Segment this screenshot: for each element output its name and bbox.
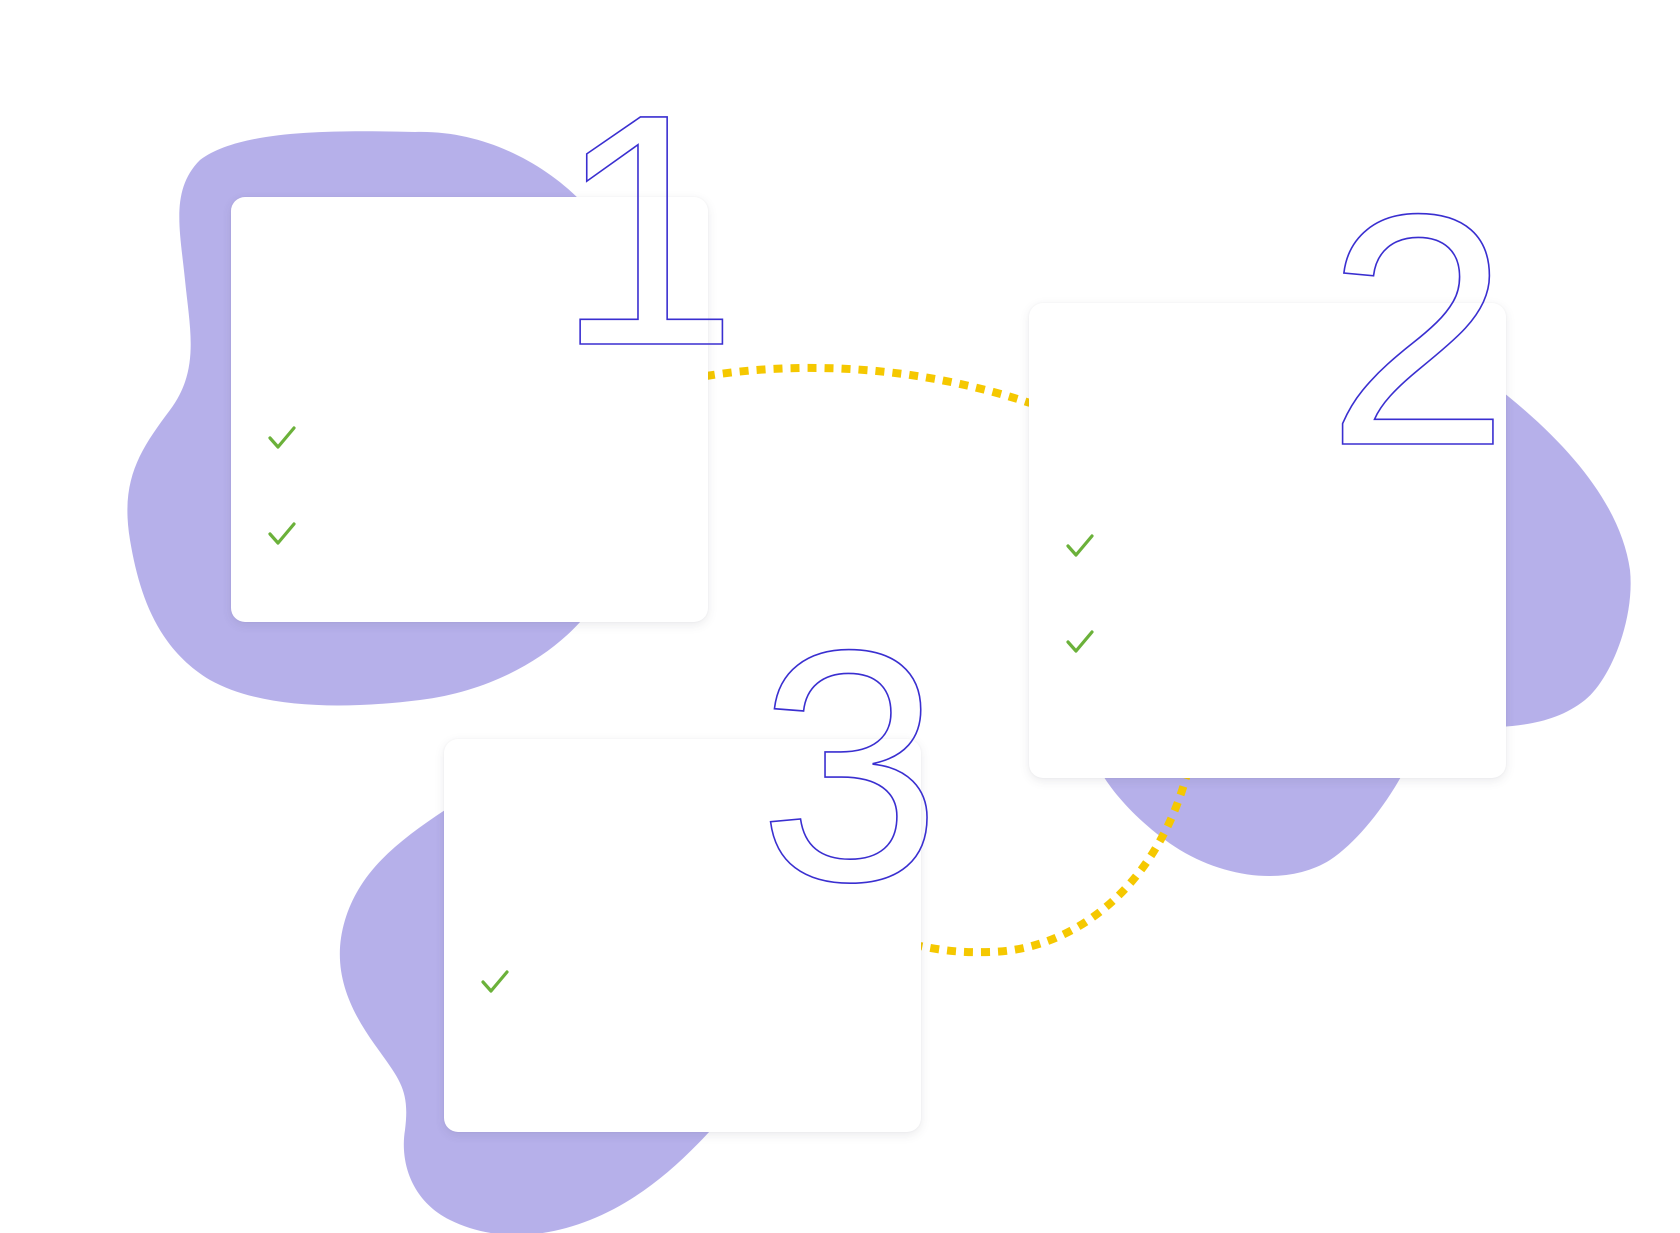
check-icon: [1065, 629, 1095, 655]
connector-2-to-3: [920, 770, 1188, 952]
step-card-2: [1029, 303, 1506, 778]
check-icon: [1065, 533, 1095, 559]
check-icon: [480, 969, 510, 995]
check-icon: [267, 521, 297, 547]
step-card-1: [231, 197, 708, 622]
connector-1-to-2: [706, 368, 1030, 403]
check-icon: [267, 425, 297, 451]
step-card-3: [444, 739, 921, 1132]
